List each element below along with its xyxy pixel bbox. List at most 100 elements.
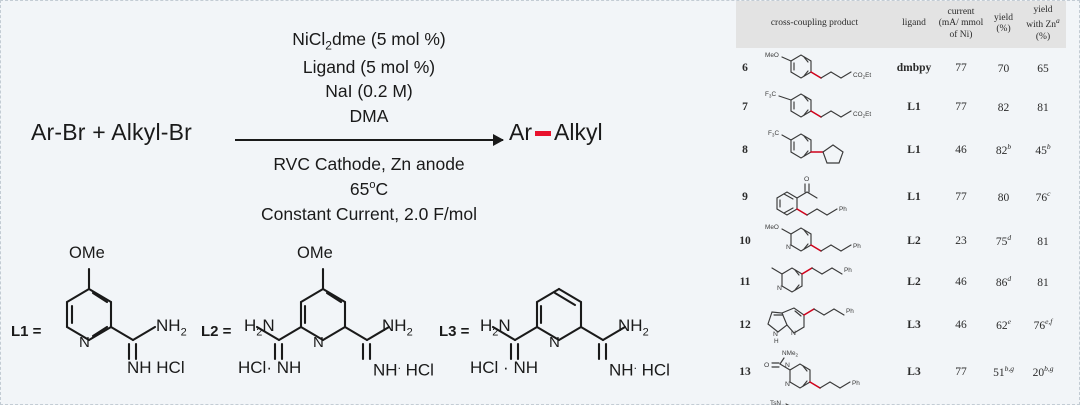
row-yield: 82b <box>995 142 1012 158</box>
ligand-L2-OMe: OMe <box>297 244 333 262</box>
table-row: 13 NMe2 O N <box>736 347 1066 396</box>
row-yield-zn: 27b,g <box>1020 396 1066 405</box>
svg-text:F3C: F3C <box>768 130 779 137</box>
svg-text:N: N <box>791 330 796 337</box>
row-yield: 82 <box>997 102 1010 115</box>
row-yield-zn: 65 <box>1037 63 1049 76</box>
ligand-L3-HCl-NH: HCl · NH <box>470 358 538 377</box>
row-product-structure: N H N Ph <box>754 302 893 347</box>
svg-text:N: N <box>79 334 90 351</box>
row-current: 38 <box>935 396 987 405</box>
row-current: 23 <box>955 234 967 247</box>
svg-text:MeO: MeO <box>765 52 779 59</box>
row-entry-number: 10 <box>739 234 751 247</box>
row-ligand: L3 <box>907 365 921 378</box>
ligand-L3-NH2: NH2 <box>618 316 649 339</box>
row-entry-number: 13 <box>739 365 751 378</box>
table-row: 9 O <box>736 173 1066 220</box>
row-yield-zn: 76e,f <box>1033 317 1053 333</box>
reactants-label: Ar-Br + Alkyl-Br <box>31 119 193 145</box>
row-yield: 51b,g <box>993 364 1014 380</box>
condition-current: Constant Current, 2.0 F/mol <box>261 203 477 224</box>
row-product-structure: MeO CO2Et <box>754 48 893 87</box>
svg-text:NMe2: NMe2 <box>782 350 799 357</box>
product-aryl: Ar <box>509 119 532 145</box>
condition-ligand: Ligand (5 mol %) <box>302 56 436 77</box>
header-ligand: ligand <box>893 1 935 49</box>
row-entry-number: 8 <box>742 143 748 156</box>
ligand-L2-NH-HCl: NH. HCl <box>373 358 434 380</box>
row-entry-number: 9 <box>742 190 748 203</box>
results-table-panel: cross-coupling product ligand current (m… <box>736 1 1074 405</box>
condition-catalyst: NiCl2dme (5 mol %) <box>292 29 446 53</box>
svg-text:N: N <box>785 381 790 388</box>
svg-text:Ph: Ph <box>844 267 852 274</box>
table-row: 7 F3C CO2Et <box>736 87 1066 126</box>
row-yield: 62e <box>996 317 1011 333</box>
row-entry-number: 12 <box>739 318 751 331</box>
row-product-structure: NMe2 O N N <box>754 347 893 396</box>
ligand-L1-structure: N <box>65 267 157 361</box>
header-current: current (mA/ mmol of Ni) <box>935 1 987 49</box>
row-yield: 80 <box>997 192 1010 205</box>
ligand-L2-label: L2 = <box>201 323 232 340</box>
red-bond-icon <box>535 131 551 136</box>
ligand-L3-NH-HCl: NH. HCl <box>609 358 670 380</box>
row-yield: 58b,g <box>987 396 1020 405</box>
condition-nai: NaI (0.2 M) <box>325 81 413 102</box>
results-table: cross-coupling product ligand current (m… <box>736 1 1066 405</box>
ligand-L3-structure: N <box>491 287 627 361</box>
row-current: 77 <box>955 190 967 203</box>
row-entry-number: 11 <box>739 275 751 288</box>
row-ligand: L1 <box>907 190 921 203</box>
svg-text:N: N <box>785 362 790 369</box>
svg-text:N: N <box>773 331 778 338</box>
ligand-L2-NH2: NH2 <box>382 316 413 339</box>
row-entry-number: 14 <box>736 396 754 405</box>
svg-text:Ph: Ph <box>852 380 860 387</box>
ligand-L2-H2N: H2N <box>244 316 275 339</box>
row-ligand: L2 <box>907 275 921 288</box>
row-yield-zn: 81 <box>1037 236 1049 249</box>
ligand-L1-NH-HCl: NH HCl <box>127 358 185 377</box>
ligand-L1-NH2: NH2 <box>156 316 187 339</box>
condition-solvent: DMA <box>349 106 389 127</box>
row-entry-number: 7 <box>742 100 748 113</box>
row-product-structure: MeO N Ph <box>754 220 893 261</box>
row-product-structure: F3C <box>754 126 893 173</box>
header-yield: yield (%) <box>987 1 1020 49</box>
ligand-L2-structure: N <box>255 267 391 361</box>
row-ligand: L3 <box>907 318 921 331</box>
table-row: 14 TsN N <box>736 396 1066 405</box>
svg-text:Ph: Ph <box>839 206 847 213</box>
svg-text:Ph: Ph <box>846 308 854 315</box>
ligand-L2-HCl-NH: HCl· NH <box>238 358 302 377</box>
row-ligand: dmbpy <box>896 61 932 74</box>
table-row: 10 MeO N Ph <box>736 220 1066 261</box>
table-row: 12 N H N <box>736 302 1066 347</box>
svg-text:H: H <box>774 338 779 344</box>
svg-text:O: O <box>804 176 809 183</box>
row-yield-zn: 76c <box>1035 189 1051 205</box>
row-current: 77 <box>955 365 967 378</box>
table-row: 6 MeO CO2Et <box>736 48 1066 87</box>
row-product-structure: N Ph <box>754 261 893 302</box>
svg-text:F3C: F3C <box>765 91 776 98</box>
svg-text:N: N <box>777 285 782 292</box>
row-ligand: L1 <box>907 100 921 113</box>
row-yield-zn: 20b,g <box>1032 364 1054 380</box>
svg-text:Ph: Ph <box>853 243 861 250</box>
condition-electrodes: RVC Cathode, Zn anode <box>273 154 465 175</box>
svg-text:MeO: MeO <box>765 224 779 231</box>
row-current: 46 <box>955 143 967 156</box>
svg-text:O: O <box>764 362 769 369</box>
svg-text:N: N <box>313 334 324 351</box>
table-header-row: cross-coupling product ligand current (m… <box>736 1 1066 49</box>
ligand-L3-H2N: H2N <box>480 316 511 339</box>
scheme-panel: Ar-Br + Alkyl-Br NiCl2dme (5 mol %) Liga… <box>1 1 729 405</box>
ligand-L1-OMe: OMe <box>69 244 105 262</box>
row-yield-zn: 81 <box>1037 277 1049 290</box>
svg-text:CO2Et: CO2Et <box>853 111 871 118</box>
row-yield: 75d <box>995 233 1012 249</box>
